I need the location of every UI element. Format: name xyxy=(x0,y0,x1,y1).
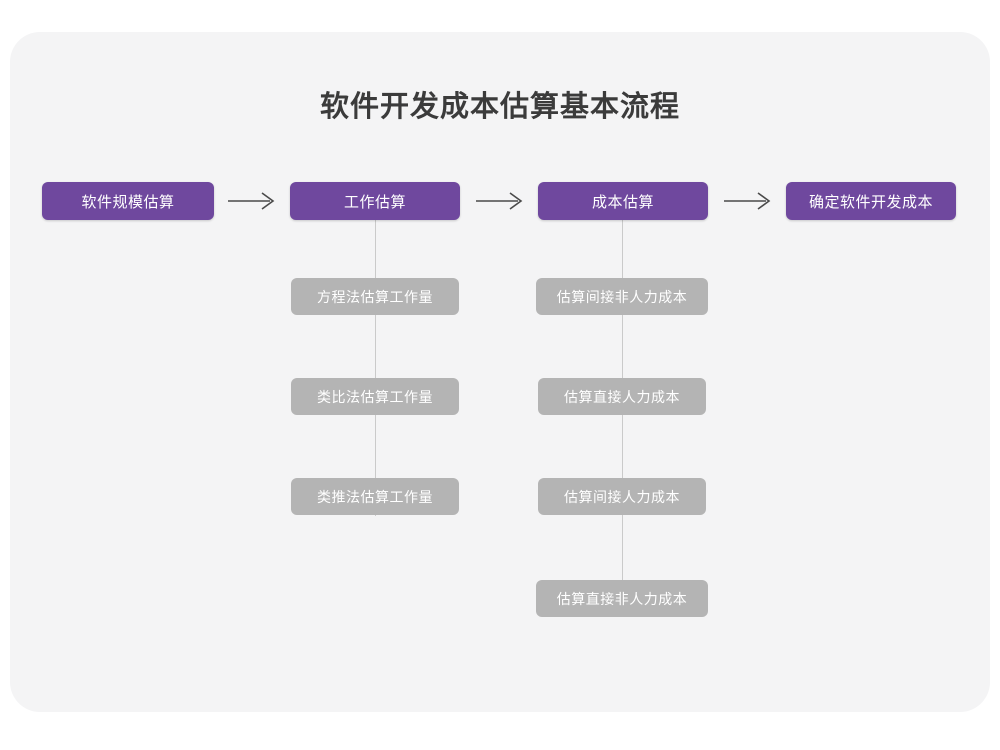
stage-box-cost-estimation[interactable]: 成本估算 xyxy=(538,182,708,220)
sub-box-indirect-labor-cost[interactable]: 估算间接人力成本 xyxy=(538,478,706,515)
stage-box-work-estimation[interactable]: 工作估算 xyxy=(290,182,460,220)
sub-box-indirect-nonlabor-cost[interactable]: 估算间接非人力成本 xyxy=(536,278,708,315)
page-title: 软件开发成本估算基本流程 xyxy=(319,91,680,123)
arrow-stage-2-to-3 xyxy=(476,190,524,212)
sub-box-equation-method-workload[interactable]: 方程法估算工作量 xyxy=(291,278,459,315)
sub-box-analogy-method-workload[interactable]: 类比法估算工作量 xyxy=(291,378,459,415)
stage-box-determine-development-cost[interactable]: 确定软件开发成本 xyxy=(786,182,956,220)
stage-box-software-scale-estimation[interactable]: 软件规模估算 xyxy=(42,182,214,220)
sub-box-inference-method-workload[interactable]: 类推法估算工作量 xyxy=(291,478,459,515)
sub-box-direct-nonlabor-cost[interactable]: 估算直接非人力成本 xyxy=(536,580,708,617)
sub-box-direct-labor-cost[interactable]: 估算直接人力成本 xyxy=(538,378,706,415)
connector-line-work-estimation xyxy=(375,220,376,516)
diagram-card xyxy=(10,32,990,712)
arrow-stage-1-to-2 xyxy=(228,190,276,212)
arrow-stage-3-to-4 xyxy=(724,190,772,212)
